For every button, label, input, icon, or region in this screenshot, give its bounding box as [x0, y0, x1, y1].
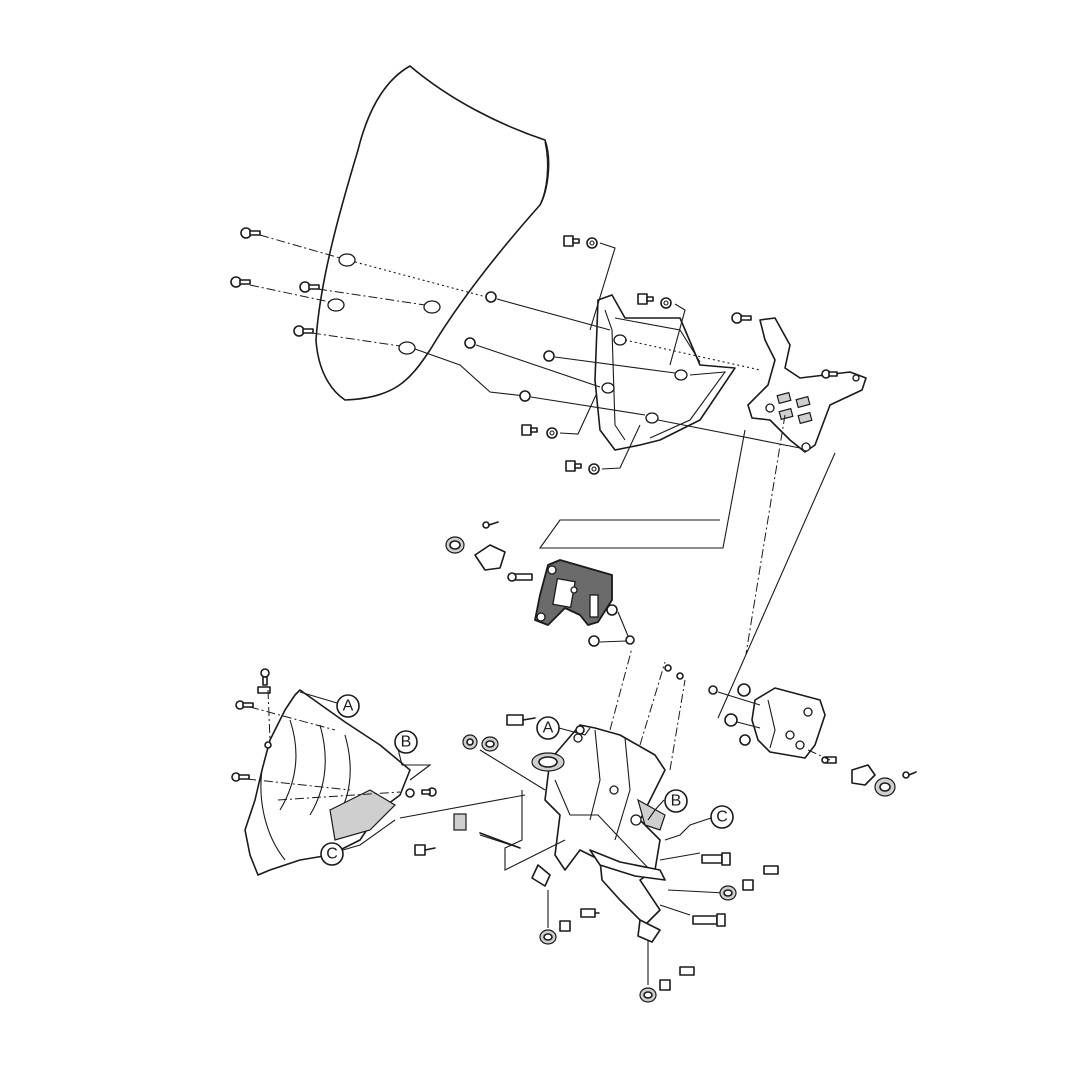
callout-a-left: A	[299, 691, 360, 718]
upper-bracket-leader-lines	[475, 242, 801, 470]
callout-label-b2: B	[671, 793, 682, 810]
windscreen-screws	[230, 227, 320, 337]
right-stay	[747, 317, 867, 453]
callout-label-a2: A	[543, 720, 554, 737]
callout-b-left: B	[394, 730, 432, 781]
upper-bracket	[594, 294, 736, 451]
lower-main-stay	[531, 724, 666, 943]
windscreen	[315, 65, 550, 401]
upper-bracket-fasteners	[464, 235, 672, 475]
right-stay-fasteners	[731, 312, 838, 379]
left-cowl	[244, 689, 411, 876]
callout-c-right: C	[664, 805, 734, 841]
callout-label-a: A	[343, 698, 354, 715]
assembly-connection-lines	[538, 414, 836, 719]
center-bracket-fasteners	[445, 521, 635, 647]
callout-c-left: C	[320, 819, 396, 866]
left-cowl-fasteners	[231, 668, 437, 801]
callout-label-b: B	[401, 734, 412, 751]
center-mount-bracket	[534, 559, 613, 626]
callout-b-right: B	[647, 789, 688, 821]
callout-label-c2: C	[716, 809, 728, 826]
windscreen-leader-lines	[249, 234, 526, 397]
right-lower-bracket	[708, 683, 917, 797]
callout-a-right: A	[536, 716, 591, 740]
callout-label-c: C	[326, 846, 338, 863]
lower-stay-fasteners	[414, 714, 779, 1003]
